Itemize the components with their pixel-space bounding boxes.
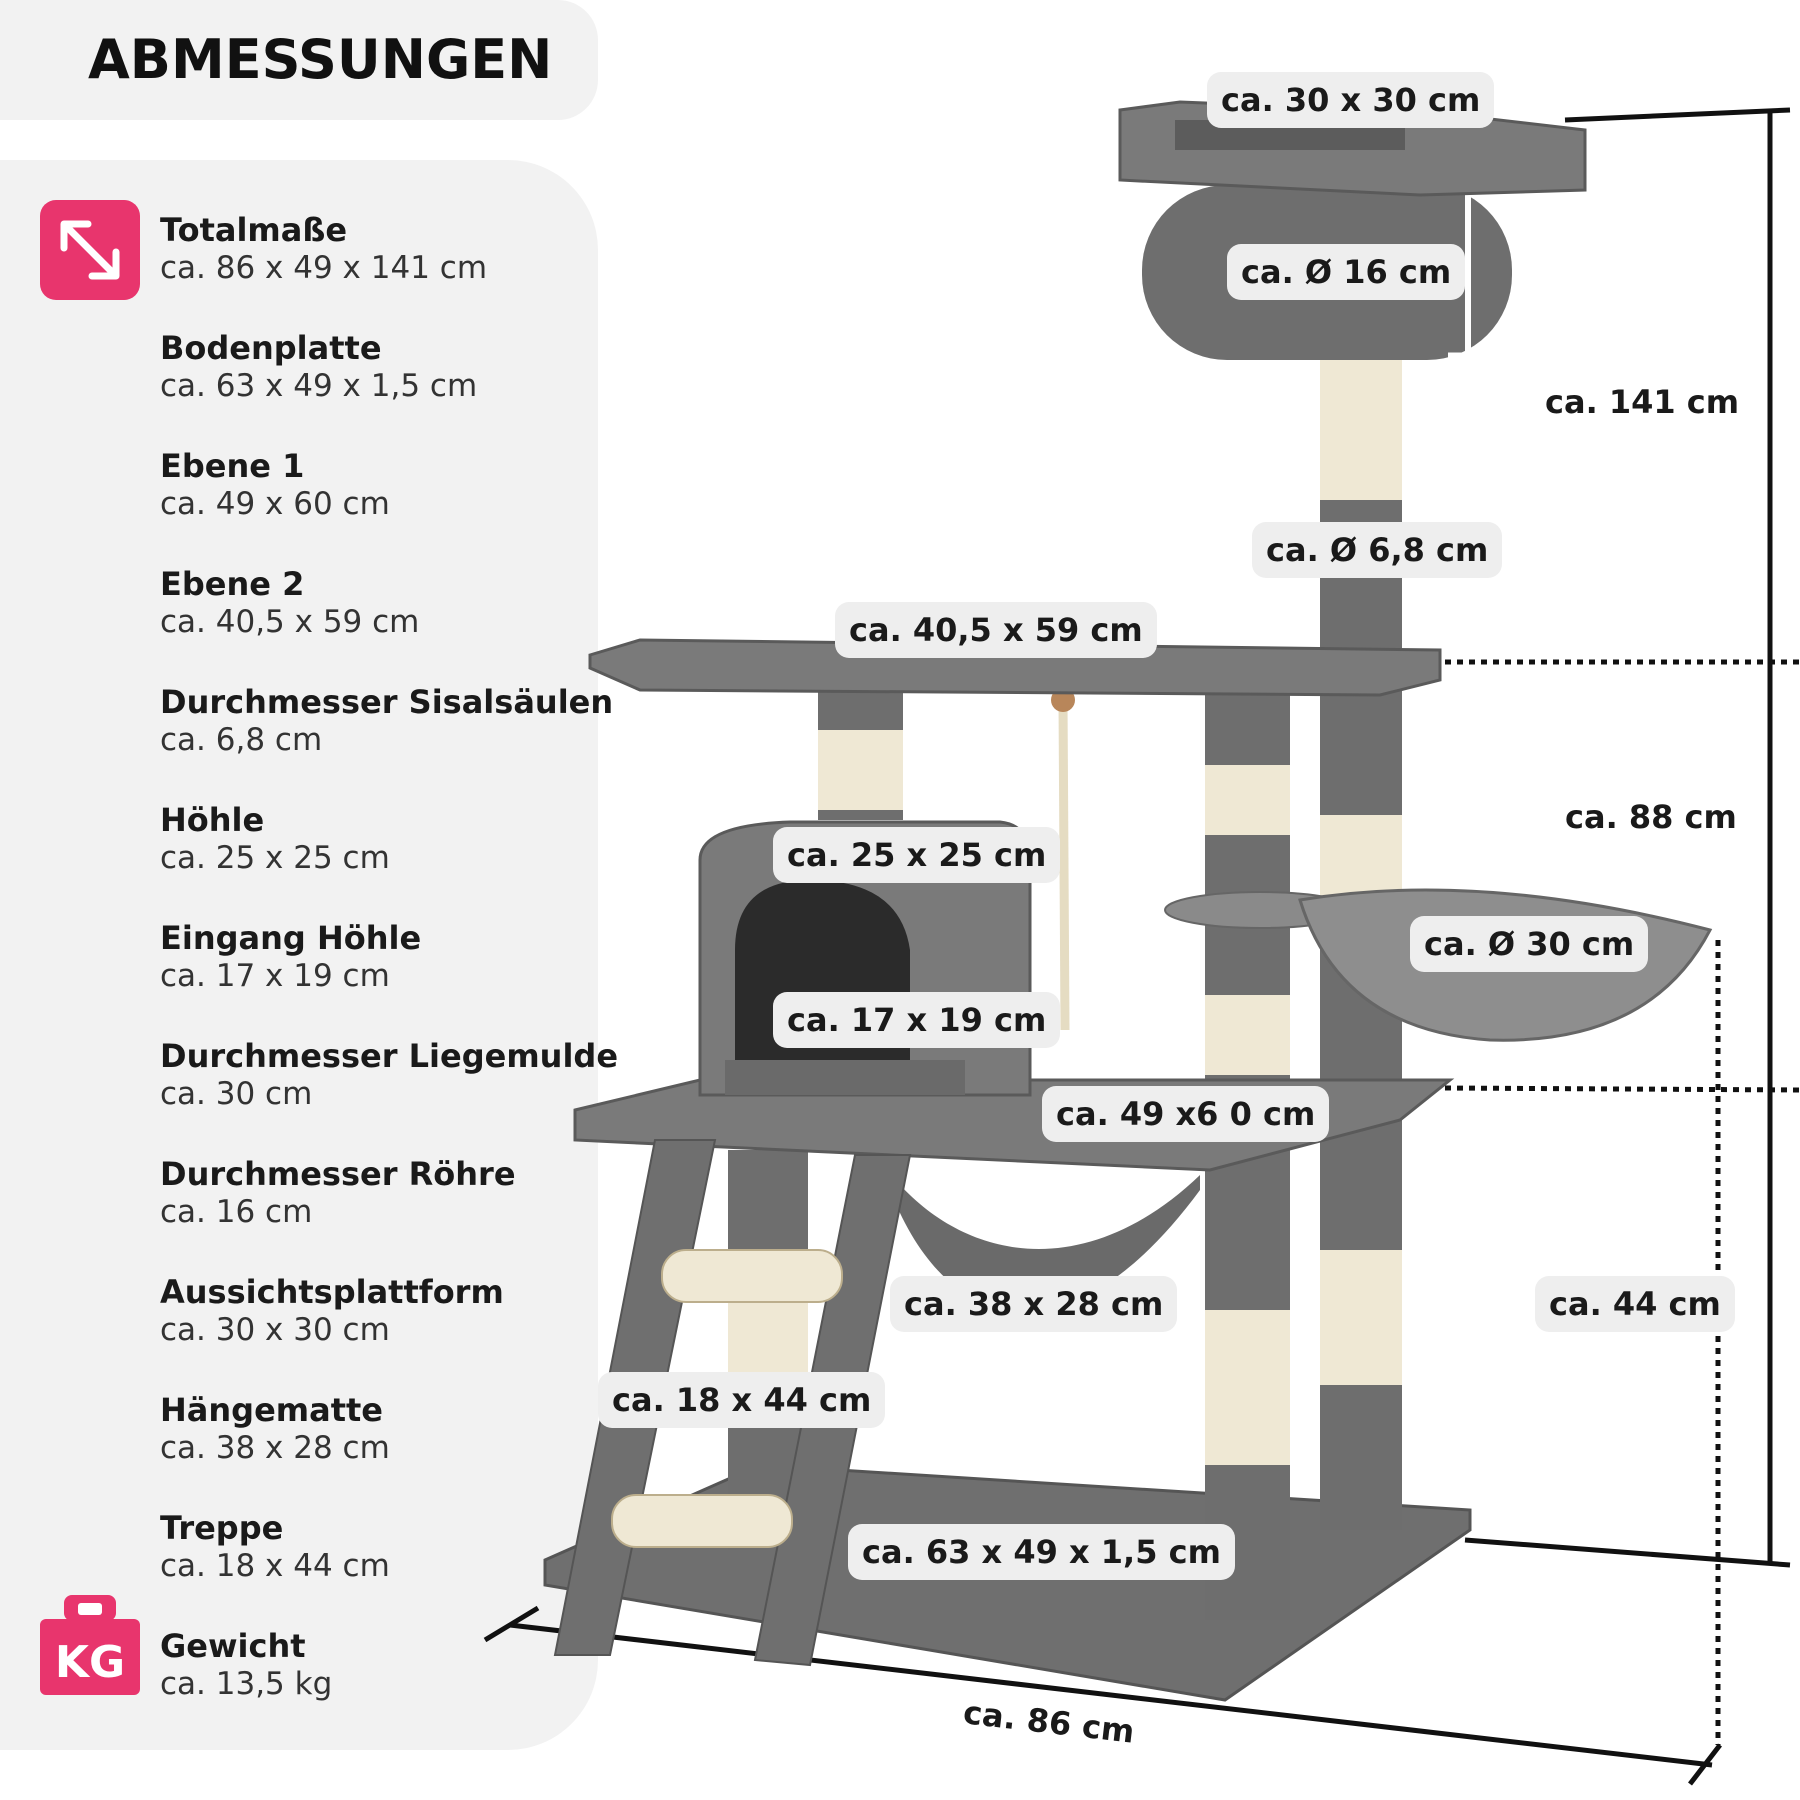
entrance-dimension-label: ca. 17 x 19 cm [773,992,1061,1048]
total-height-label: ca. 141 cm [1545,383,1740,421]
kg-label: KG [55,1637,125,1688]
spec-item: Ebene 1 ca. 49 x 60 cm [160,447,600,523]
spec-label: Totalmaße [160,211,348,249]
spec-label: Ebene 1 [160,447,305,485]
stairs-step [661,1249,843,1303]
spec-item: Bodenplatte ca. 63 x 49 x 1,5 cm [160,329,600,405]
spec-label: Höhle [160,801,265,839]
spec-value: ca. 16 cm [160,1194,313,1230]
spec-item: Ebene 2 ca. 40,5 x 59 cm [160,565,600,641]
hammock [880,1160,1200,1312]
spec-item: Durchmesser Liegemulde ca. 30 cm [160,1037,619,1113]
spec-item: Hängematte ca. 38 x 28 cm [160,1391,600,1467]
spec-label: Eingang Höhle [160,919,422,957]
spec-item: Eingang Höhle ca. 17 x 19 cm [160,919,600,995]
spec-label: Durchmesser Sisalsäulen [160,683,614,721]
spec-label: Ebene 2 [160,565,305,603]
hammock-dimension-label: ca. 38 x 28 cm [890,1276,1178,1332]
spec-item: Gewicht ca. 13,5 kg [160,1627,600,1703]
base-dimension-label: ca. 63 x 49 x 1,5 cm [848,1524,1235,1580]
post-diameter-label: ca. Ø 6,8 cm [1252,522,1503,578]
spec-label: Bodenplatte [160,329,382,367]
spec-value: ca. 49 x 60 cm [160,486,390,522]
platform-dimension-label: ca. 30 x 30 cm [1207,72,1495,128]
spec-label: Aussichtsplattform [160,1273,504,1311]
spec-label: Durchmesser Röhre [160,1155,516,1193]
spec-item: Totalmaße ca. 86 x 49 x 141 cm [160,211,600,287]
cave-entrance [735,880,910,1085]
level-1-dimension-label: ca. 49 x6 0 cm [1042,1086,1330,1142]
stairs-step [611,1494,793,1548]
level-2-dimension-label: ca. 40,5 x 59 cm [835,602,1157,658]
level-1-height-label: ca. 44 cm [1535,1276,1735,1332]
spec-value: ca. 38 x 28 cm [160,1430,390,1466]
spec-item: Aussichtsplattform ca. 30 x 30 cm [160,1273,600,1349]
level-2-height-label: ca. 88 cm [1565,798,1737,836]
spec-value: ca. 25 x 25 cm [160,840,390,876]
spec-label: Durchmesser Liegemulde [160,1037,619,1075]
spec-value: ca. 40,5 x 59 cm [160,604,420,640]
spec-label: Gewicht [160,1627,306,1665]
page-title: ABMESSUNGEN [88,28,553,91]
stairs-dimension-label: ca. 18 x 44 cm [598,1372,886,1428]
bowl-dimension-label: ca. Ø 30 cm [1410,916,1649,972]
spec-item: Durchmesser Sisalsäulen ca. 6,8 cm [160,683,614,759]
height-dimension-line [1464,107,1791,1568]
spec-value: ca. 86 x 49 x 141 cm [160,250,488,286]
width-dimension-line [483,1605,1722,1786]
spec-value: ca. 63 x 49 x 1,5 cm [160,368,478,404]
spec-value: ca. 17 x 19 cm [160,958,390,994]
spec-value: ca. 18 x 44 cm [160,1548,390,1584]
spec-value: ca. 13,5 kg [160,1666,333,1702]
spec-item: Durchmesser Röhre ca. 16 cm [160,1155,600,1231]
level-dotted-lines [1444,659,1800,1745]
spec-value: ca. 6,8 cm [160,722,323,758]
tube-dimension-label: ca. Ø 16 cm [1227,244,1466,300]
level-2-platform [588,638,1442,697]
spec-label: Treppe [160,1509,284,1547]
spec-item: Höhle ca. 25 x 25 cm [160,801,600,877]
diagonal-arrow-icon [40,200,140,300]
spec-value: ca. 30 x 30 cm [160,1312,390,1348]
spec-value: ca. 30 cm [160,1076,313,1112]
spec-item: Treppe ca. 18 x 44 cm [160,1509,600,1585]
cave-dimension-label: ca. 25 x 25 cm [773,827,1061,883]
title-box: ABMESSUNGEN [0,0,598,120]
spec-label: Hängematte [160,1391,383,1429]
kg-weight-icon: KG [40,1595,140,1695]
rope-toy [1058,699,1070,1031]
spec-panel [0,160,598,1750]
